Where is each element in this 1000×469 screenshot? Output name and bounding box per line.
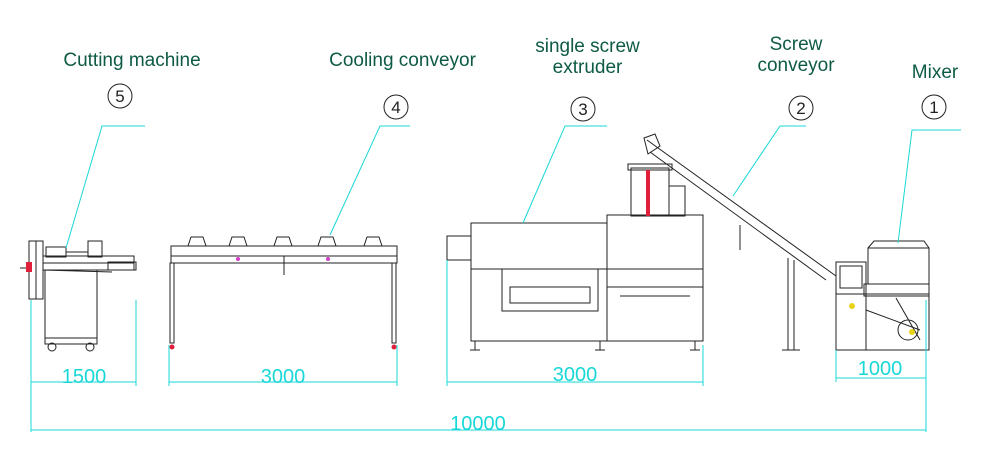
number-circle-1 [921,94,947,120]
label-mixer: Mixer [895,62,975,83]
label-line: Screw [769,34,823,55]
number-circle-2 [788,95,814,121]
red-marker [26,262,32,272]
dimension-mixer: 1000 [857,358,903,380]
cutting-machine-drawing [20,240,137,352]
yellow-marker [909,329,915,335]
number-digits: 5 4 3 2 1 [115,87,938,119]
number-circles [107,83,947,122]
red-marker [391,344,397,350]
screw-conveyor-drawing [643,133,837,351]
magenta-marker [326,257,330,261]
label-single-screw-extruder: single screw extruder [520,36,655,78]
label-line: extruder [552,57,623,78]
label-screw-conveyor: Screw conveyor [746,34,846,76]
red-marker [646,170,650,216]
number-4: 4 [391,98,400,117]
mixer-drawing [835,240,930,351]
dimension-total: 10000 [450,413,506,435]
dimension-cutting: 1500 [61,366,107,388]
number-3: 3 [578,100,587,119]
leader-lines [65,125,961,249]
dimension-cooling: 3000 [260,366,306,388]
number-2: 2 [796,99,805,118]
number-5: 5 [115,87,124,106]
yellow-marker [849,303,855,309]
red-marker [169,344,175,350]
label-line: Cooling conveyor [329,50,476,71]
label-line: Cutting machine [63,50,201,71]
number-circle-5 [107,83,133,109]
label-cooling-conveyor: Cooling conveyor [310,50,495,71]
number-1: 1 [929,98,938,117]
label-line: single screw [535,36,640,57]
label-line: Mixer [911,62,959,83]
single-screw-extruder-drawing [446,163,704,351]
color-highlights [26,170,915,350]
cooling-conveyor-drawing [169,236,398,344]
label-cutting-machine: Cutting machine [42,50,222,71]
number-circle-4 [383,94,409,120]
magenta-marker [236,257,240,261]
label-line: conveyor [757,55,835,76]
dimension-lines [30,260,927,432]
number-circle-3 [570,96,596,122]
dimension-extruder: 3000 [552,364,598,386]
